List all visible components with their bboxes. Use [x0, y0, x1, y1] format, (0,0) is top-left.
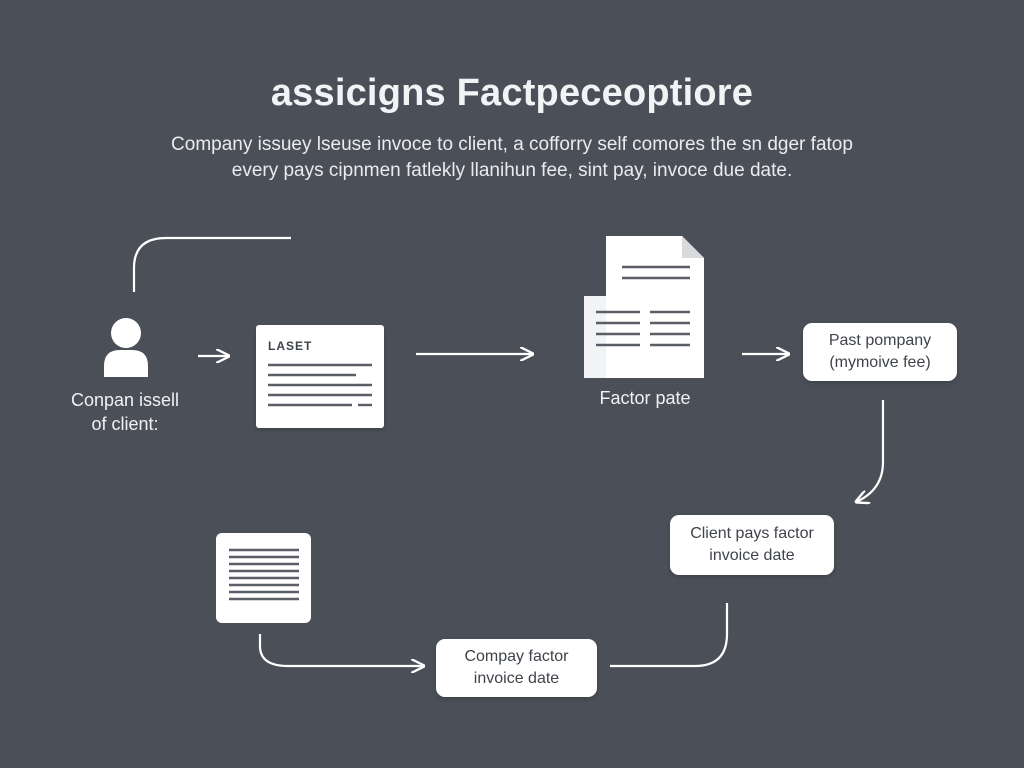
client-pays-line-1: Client pays factor [690, 525, 814, 542]
invoice-document-lines [268, 363, 372, 407]
company-label: Conpan issell of client: [40, 388, 210, 436]
connector-client-pays-to-company-factor [610, 603, 729, 668]
company-label-line-2: of client: [91, 414, 159, 434]
company-label-line-1: Conpan issell [70, 390, 180, 410]
invoice-document-label: LASET [268, 339, 313, 353]
past-company-line-1: Past pompany [828, 332, 932, 349]
connector-top-left [132, 236, 291, 292]
diagram-title: assicigns Factpeceoptiore [270, 72, 754, 114]
company-factor-box: Compay factor invoice date [436, 639, 597, 697]
arrow-small-doc-to-company-factor [258, 634, 424, 666]
invoice-document-icon: LASET [256, 325, 384, 428]
past-company-line-2: (mymoive fee) [829, 354, 931, 371]
company-factor-line-2: invoice date [473, 670, 560, 687]
subtitle-line-1: Company issuey lseuse invoce to client, … [171, 134, 853, 155]
person-icon [104, 318, 148, 377]
past-company-box: Past pompany (mymoive fee) [803, 323, 957, 381]
client-pays-line-2: invoice date [709, 547, 795, 564]
arrow-past-company-to-client-pays [856, 400, 885, 502]
factor-label: Factor pate [599, 388, 691, 408]
small-document-icon [216, 533, 311, 623]
diagram-subtitle: Company issuey lseuse invoce to client, … [160, 132, 864, 184]
factor-document-icon [584, 236, 704, 378]
subtitle-line-2: every pays cipnmen fatlekly llanihun fee… [231, 160, 793, 181]
client-pays-box: Client pays factor invoice date [670, 515, 834, 575]
company-factor-line-1: Compay factor [464, 648, 569, 665]
